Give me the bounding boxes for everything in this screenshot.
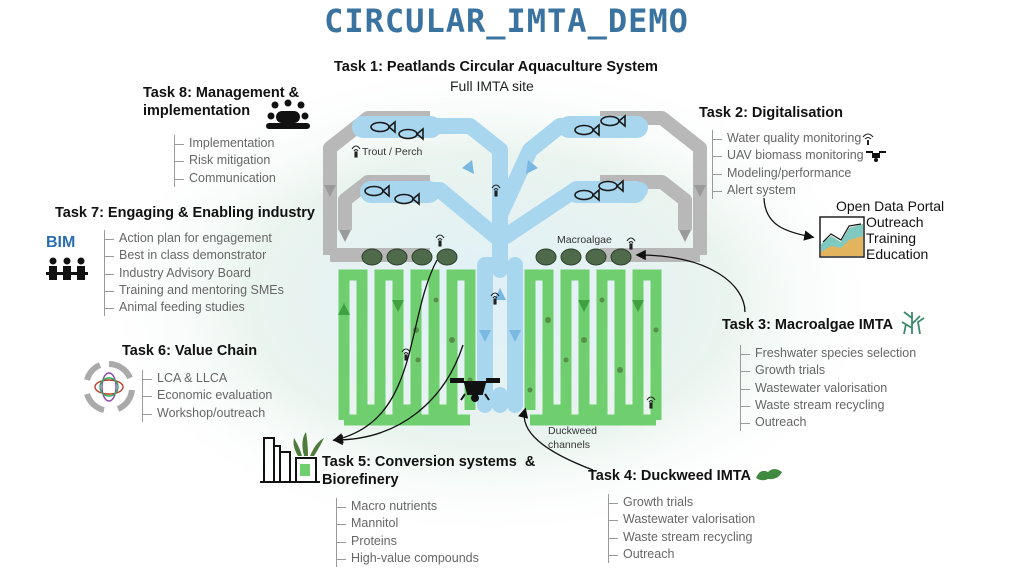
task7-item: Industry Advisory Board: [105, 265, 284, 282]
task7-item: Training and mentoring SMEs: [105, 282, 284, 299]
value-chain-cycle-icon: [84, 361, 135, 413]
task2-items: Water quality monitoring UAV biomass mon…: [712, 130, 864, 200]
task3-item: Growth trials: [740, 362, 916, 379]
duckweed-patches: [413, 297, 659, 393]
task5-item: Mannitol: [337, 515, 479, 532]
task4-item: Wastewater valorisation: [608, 511, 755, 528]
task4-items: Growth trials Wastewater valorisation Wa…: [608, 494, 755, 564]
task8-item: Implementation: [175, 135, 276, 152]
drone-icon: [450, 378, 500, 402]
dashboard-chart-icon: [819, 216, 865, 258]
task1-title: Task 1: Peatlands Circular Aquaculture S…: [334, 59, 658, 75]
task4-title: Task 4: Duckweed IMTA: [588, 468, 752, 484]
task3-item: Outreach: [740, 414, 916, 431]
blue-flow-arrows: [462, 160, 538, 342]
task3-item: Waste stream recycling: [740, 397, 916, 414]
macroalgae-pods: [361, 248, 632, 266]
grey-flow-arrows: [324, 185, 706, 242]
task6-items: LCA & LLCA Economic evaluation Workshop/…: [142, 370, 272, 422]
task4-item: Outreach: [608, 546, 755, 563]
task2-item: UAV biomass monitoring: [713, 147, 864, 164]
green-flow-arrows: [338, 300, 644, 315]
task4-item: Growth trials: [608, 494, 755, 511]
bim-logo: BIM: [46, 234, 76, 251]
task8-title: Task 8: Management & implementation: [143, 85, 300, 119]
duckweed-icon: [756, 469, 782, 481]
duckweed-channels-label: Duckweed channels: [548, 425, 598, 451]
seaweed-icon: [901, 311, 925, 334]
task2-item: Modeling/performance: [713, 165, 864, 182]
task7-item: Action plan for engagement: [105, 230, 284, 247]
task3-title: Task 3: Macroalgae IMTA: [722, 317, 894, 333]
portal-line-outreach: Outreach: [866, 214, 924, 230]
task5-item: High-value compounds: [337, 550, 479, 567]
task8-items: Implementation Risk mitigation Communica…: [174, 135, 276, 187]
task5-items: Macro nutrients Mannitol Proteins High-v…: [336, 498, 479, 568]
portal-line-training: Training: [866, 230, 917, 246]
industry-meeting-icon: [46, 257, 88, 280]
portal-title: Open Data Portal: [836, 198, 945, 214]
task3-items: Freshwater species selection Growth tria…: [740, 345, 916, 432]
task2-title: Task 2: Digitalisation: [699, 105, 843, 121]
task2-item: Water quality monitoring: [713, 130, 864, 147]
page-title: CIRCULAR_IMTA_DEMO: [324, 2, 689, 40]
task5-item: Macro nutrients: [337, 498, 479, 515]
water-sensor-icon: [862, 133, 874, 145]
task4-item: Waste stream recycling: [608, 529, 755, 546]
uav-drone-icon: [866, 151, 886, 162]
task2-item: Alert system: [713, 182, 864, 199]
task6-title: Task 6: Value Chain: [122, 343, 258, 359]
task5-title: Task 5: Conversion systems & Biorefinery: [322, 454, 536, 488]
task6-item: Economic evaluation: [142, 387, 272, 404]
task5-item: Proteins: [337, 533, 479, 550]
task8-item: Communication: [175, 170, 276, 187]
task8-item: Risk mitigation: [175, 152, 276, 169]
task-link-arrows: [332, 197, 815, 471]
task7-item: Animal feeding studies: [105, 299, 284, 316]
macroalgae-label: Macroalgae: [557, 234, 612, 246]
task3-item: Wastewater valorisation: [740, 380, 916, 397]
trout-perch-label: Trout / Perch: [362, 146, 423, 158]
sensor-icons: [351, 145, 656, 409]
task7-items: Action plan for engagement Best in class…: [104, 230, 284, 317]
meeting-team-icon: [266, 99, 310, 129]
biorefinery-icon: [260, 432, 324, 483]
task7-item: Best in class demonstrator: [105, 247, 284, 264]
task3-item: Freshwater species selection: [740, 345, 916, 362]
task7-title: Task 7: Engaging & Enabling industry: [55, 205, 315, 221]
portal-line-education: Education: [866, 246, 929, 262]
task6-item: LCA & LLCA: [142, 370, 272, 387]
task1-subtitle: Full IMTA site: [450, 78, 534, 94]
fish-icons: [364, 114, 626, 206]
task6-item: Workshop/outreach: [142, 405, 272, 422]
